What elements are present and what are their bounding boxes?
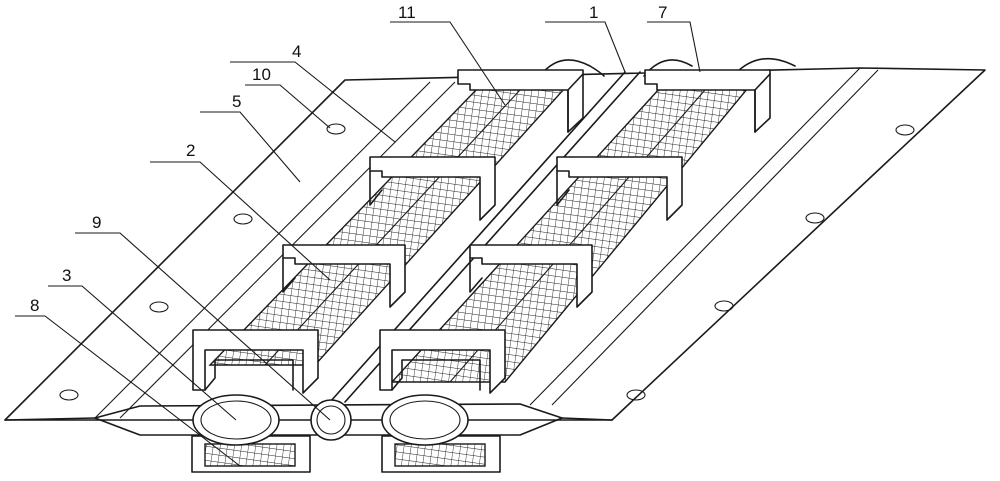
label-8: 8 bbox=[30, 296, 39, 315]
part-labels: 11 1 7 4 10 5 2 9 3 8 bbox=[30, 3, 667, 315]
u-brackets bbox=[192, 69, 771, 394]
pipes bbox=[192, 394, 469, 446]
leader-lines bbox=[15, 21, 701, 467]
label-5: 5 bbox=[232, 92, 241, 111]
bottom-mesh-blocks bbox=[191, 435, 501, 473]
mounting-holes bbox=[59, 123, 915, 401]
label-9: 9 bbox=[92, 213, 101, 232]
label-1: 1 bbox=[589, 3, 598, 22]
label-3: 3 bbox=[62, 266, 71, 285]
label-2: 2 bbox=[186, 141, 195, 160]
label-4: 4 bbox=[292, 42, 301, 61]
label-7: 7 bbox=[658, 3, 667, 22]
label-10: 10 bbox=[252, 65, 271, 84]
label-11: 11 bbox=[398, 3, 416, 22]
